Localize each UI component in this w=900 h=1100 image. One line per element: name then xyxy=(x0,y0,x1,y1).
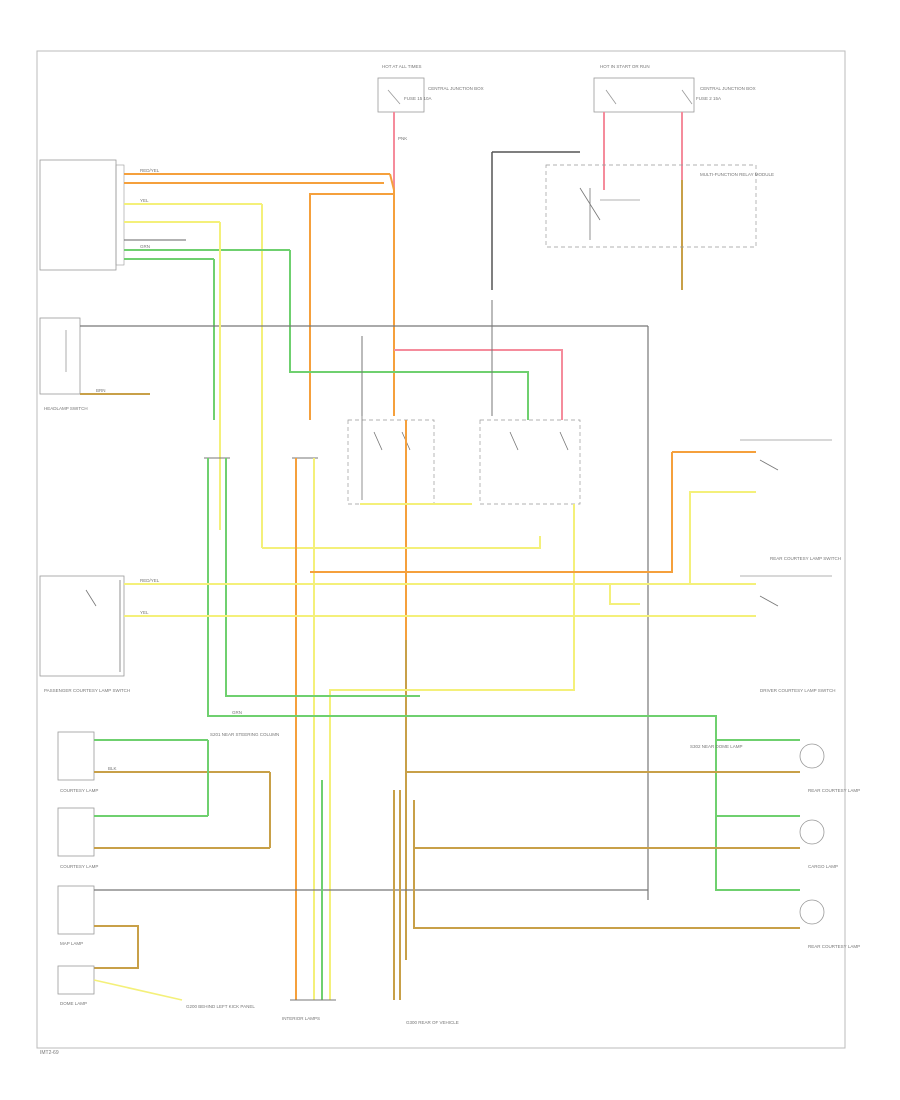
rear-lamp-right-3: REAR COURTESY LAMP xyxy=(413,800,860,949)
rear-lamp-label-2: CARGO LAMP xyxy=(808,864,838,869)
rear-courtesy-switch: REAR COURTESY LAMP SWITCH xyxy=(740,439,841,561)
headlamp-switch-label: HEADLAMP SWITCH xyxy=(44,406,88,411)
wire-yellow-right-a xyxy=(689,491,756,584)
fuse-left-label: FUSE 15 10A xyxy=(404,96,432,101)
hot-at-all-times-label: HOT AT ALL TIMES xyxy=(382,64,422,69)
wire-pink-mid xyxy=(394,349,563,420)
wire-label-yel-2: YEL xyxy=(140,610,149,615)
wire-label-pnk: PNK xyxy=(398,136,407,141)
courtesy-lamp-label-2: COURTESY LAMP xyxy=(60,864,98,869)
map-lamp-block: MAP LAMP DOME LAMP xyxy=(57,885,648,1006)
hot-in-run-label: HOT IN START OR RUN xyxy=(600,64,650,69)
wire-green-route xyxy=(289,250,529,420)
bottom-connector-right: G300 REAR OF VEHICLE xyxy=(393,790,459,1025)
central-switch-left xyxy=(347,416,435,505)
central-switch-right xyxy=(479,419,581,505)
wire-label-rdyel-2: RED/YEL xyxy=(140,578,160,583)
rear-lamp-right-1: REAR COURTESY LAMP xyxy=(406,743,860,793)
wire-green-bottom xyxy=(207,690,800,891)
fuse-box-right: HOT IN START OR RUN FUSE 2 15A CENTRAL J… xyxy=(593,64,756,113)
wire-label-grn: GRN xyxy=(140,244,150,249)
diagram-border xyxy=(36,50,846,1049)
connector-right-pair xyxy=(292,457,318,960)
courtesy-lamp-label-1: COURTESY LAMP xyxy=(60,788,98,793)
wire-label-grn-2: GRN xyxy=(232,710,242,715)
relay-module-label: MULTI-FUNCTION RELAY MODULE xyxy=(700,172,774,177)
map-lamp-label: MAP LAMP xyxy=(60,941,83,946)
wire-label-rdyel: RED/YEL xyxy=(140,168,160,173)
rear-lamp-label-1: REAR COURTESY LAMP xyxy=(808,788,860,793)
relay-module-box: MULTI-FUNCTION RELAY MODULE xyxy=(491,151,774,290)
ground-right-label: G300 REAR OF VEHICLE xyxy=(406,1020,459,1025)
wire-orange-branch xyxy=(309,193,394,420)
wire-label-blk: BLK xyxy=(108,766,117,771)
interior-lamps-label: INTERIOR LAMPS xyxy=(282,1016,320,1021)
left-module-block xyxy=(39,159,125,271)
wire-orange-join xyxy=(389,173,395,191)
wire-label-brn: BRN xyxy=(96,388,106,393)
fuse-box-left: HOT AT ALL TIMES FUSE 15 10A CENTRAL JUN… xyxy=(377,64,484,113)
junction-box-right-label: CENTRAL JUNCTION BOX xyxy=(700,86,756,91)
fuse-right-label: FUSE 2 15A xyxy=(696,96,721,101)
wire-yellow-bottom-loop xyxy=(262,536,541,549)
wire-orange-h xyxy=(310,452,673,573)
wire-yellow-jog xyxy=(609,584,640,605)
wire-green-short xyxy=(225,690,420,697)
ground-left-label: G200 BEHIND LEFT KICK PANEL xyxy=(186,1004,255,1009)
rear-lamp-right-2: CARGO LAMP xyxy=(414,819,838,869)
passenger-courtesy-switch: PASSENGER COURTESY LAMP SWITCH xyxy=(39,575,130,693)
headlamp-switch-block: HEADLAMP SWITCH xyxy=(39,317,649,900)
bottom-connector-left: INTERIOR LAMPS xyxy=(282,780,336,1021)
driver-courtesy-switch: DRIVER COURTESY LAMP SWITCH xyxy=(740,575,836,693)
splice-s201-label: S201 NEAR STEERING COLUMN xyxy=(210,732,279,737)
footer-id: IMT2-69 xyxy=(40,1050,59,1056)
rear-lamp-label-3: REAR COURTESY LAMP xyxy=(808,944,860,949)
courtesy-lamp-left-2: COURTESY LAMP xyxy=(57,807,270,869)
junction-box-left-label: CENTRAL JUNCTION BOX xyxy=(428,86,484,91)
connector-left-pair xyxy=(204,457,230,690)
passenger-switch-label: PASSENGER COURTESY LAMP SWITCH xyxy=(44,688,130,693)
splice-s302-label: S302 NEAR DOME LAMP xyxy=(690,744,743,749)
dome-lamp-label: DOME LAMP xyxy=(60,1001,87,1006)
driver-switch-label: DRIVER COURTESY LAMP SWITCH xyxy=(760,688,836,693)
wire-yellow-route-2 xyxy=(329,504,575,960)
wire-label-yel: YEL xyxy=(140,198,149,203)
courtesy-lamp-left-1: COURTESY LAMP xyxy=(57,731,270,793)
rear-switch-label: REAR COURTESY LAMP SWITCH xyxy=(770,556,841,561)
